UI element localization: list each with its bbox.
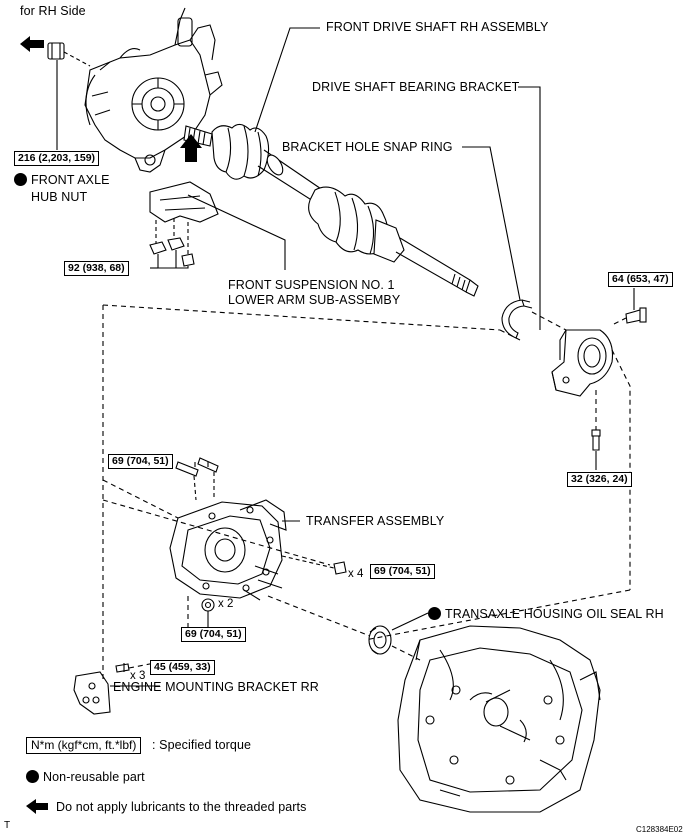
leader-lines	[110, 27, 635, 687]
label-engine-bracket: ENGINE MOUNTING BRACKET RR	[113, 680, 319, 694]
torque-transfer-x4: 69 (704, 51)	[370, 564, 435, 579]
drive-shaft	[183, 123, 479, 297]
label-oil-seal: TRANSAXLE HOUSING OIL SEAL RH	[428, 607, 664, 622]
assembly-lines	[102, 304, 631, 680]
label-drive-shaft: FRONT DRIVE SHAFT RH ASSEMBLY	[326, 20, 549, 34]
label-axle-nut-line1: FRONT AXLE	[31, 173, 110, 187]
torque-hub-nut: 216 (2,203, 159)	[14, 151, 100, 166]
torque-engine-bracket: 45 (459, 33)	[150, 660, 215, 675]
legend-dot-icon	[26, 770, 39, 783]
direction-arrow	[180, 134, 202, 162]
legend-no-lube: Do not apply lubricants to the threaded …	[56, 800, 307, 814]
no-lube-arrow-indicator	[20, 36, 44, 52]
transfer-nut-x2	[201, 598, 215, 612]
label-axle-nut: FRONT AXLE HUB NUT	[14, 172, 110, 206]
lower-arm-bracket	[149, 181, 219, 223]
multiplier-x4: x 4	[348, 568, 364, 580]
label-axle-nut-line2: HUB NUT	[31, 190, 88, 204]
legend-non-reusable: Non-reusable part	[26, 770, 145, 785]
figure-id: C128384E02	[636, 825, 683, 834]
label-lower-arm-line1: FRONT SUSPENSION NO. 1	[228, 278, 395, 292]
multiplier-x2: x 2	[218, 598, 234, 610]
label-bearing-bracket: DRIVE SHAFT BEARING BRACKET	[312, 80, 520, 94]
torque-transfer-top: 69 (704, 51)	[108, 454, 173, 469]
side-label: for RH Side	[20, 4, 86, 18]
torque-bracket-bottom: 32 (326, 24)	[567, 472, 632, 487]
transfer-assembly	[169, 499, 287, 601]
lower-arm-nuts	[149, 237, 195, 267]
engine-bracket-bolts	[115, 663, 130, 673]
non-reusable-dot-icon	[14, 173, 27, 186]
oil-seal	[368, 625, 392, 655]
snap-ring	[501, 299, 533, 339]
hub-nut	[47, 42, 65, 60]
label-lower-arm: FRONT SUSPENSION NO. 1 LOWER ARM SUB-ASS…	[228, 278, 400, 308]
legend-arrow-icon	[26, 799, 48, 814]
legend-unit-desc: : Specified torque	[152, 738, 252, 752]
bracket-bolt-bottom	[591, 429, 601, 451]
transfer-bolts-top	[175, 457, 219, 477]
legend-non-reusable-text: Non-reusable part	[43, 770, 145, 784]
label-transfer: TRANSFER ASSEMBLY	[306, 514, 445, 528]
footer-left-code: T	[4, 820, 11, 831]
transaxle-housing	[397, 625, 601, 813]
multiplier-x3: x 3	[130, 670, 146, 682]
torque-transfer-x2: 69 (704, 51)	[181, 627, 246, 642]
label-lower-arm-line2: LOWER ARM SUB-ASSEMBY	[228, 293, 401, 307]
bracket-bolt-top	[625, 307, 647, 324]
label-snap-ring: BRACKET HOLE SNAP RING	[282, 140, 453, 154]
legend-unit-box: N*m (kgf*cm, ft.*lbf)	[26, 737, 142, 754]
transfer-nut-x4	[333, 561, 347, 575]
torque-bracket-top: 64 (653, 47)	[608, 272, 673, 287]
bearing-bracket	[551, 329, 614, 397]
label-oil-seal-text: TRANSAXLE HOUSING OIL SEAL RH	[445, 607, 664, 621]
oil-seal-non-reusable-dot-icon	[428, 607, 441, 620]
engine-mounting-bracket	[73, 671, 111, 715]
torque-lower-arm: 92 (938, 68)	[64, 261, 129, 276]
